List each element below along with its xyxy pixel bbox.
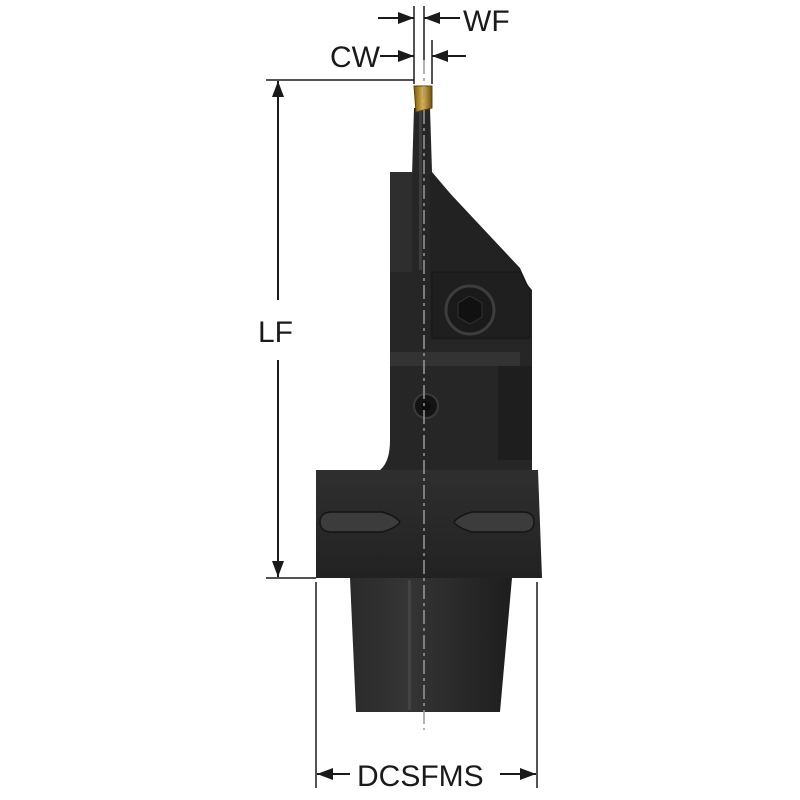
set-screw-socket-icon [421, 401, 431, 411]
wf-label: WF [463, 5, 510, 38]
collar-slot-left-icon [319, 511, 401, 533]
head-lower-wedge [498, 366, 532, 460]
cw-label: CW [330, 41, 381, 74]
lf-label: LF [258, 316, 293, 349]
tool-collar [316, 470, 542, 578]
blade-groove [419, 110, 422, 270]
cutting-insert [413, 85, 433, 113]
dcsfms-label: DCSFMS [357, 760, 484, 793]
tool-shank [350, 578, 512, 712]
head-mid-step [390, 352, 520, 366]
collar-slot-right-icon [453, 511, 535, 533]
shank-groove [408, 580, 411, 710]
hex-socket-icon [457, 295, 483, 325]
head-left-face [390, 172, 412, 272]
